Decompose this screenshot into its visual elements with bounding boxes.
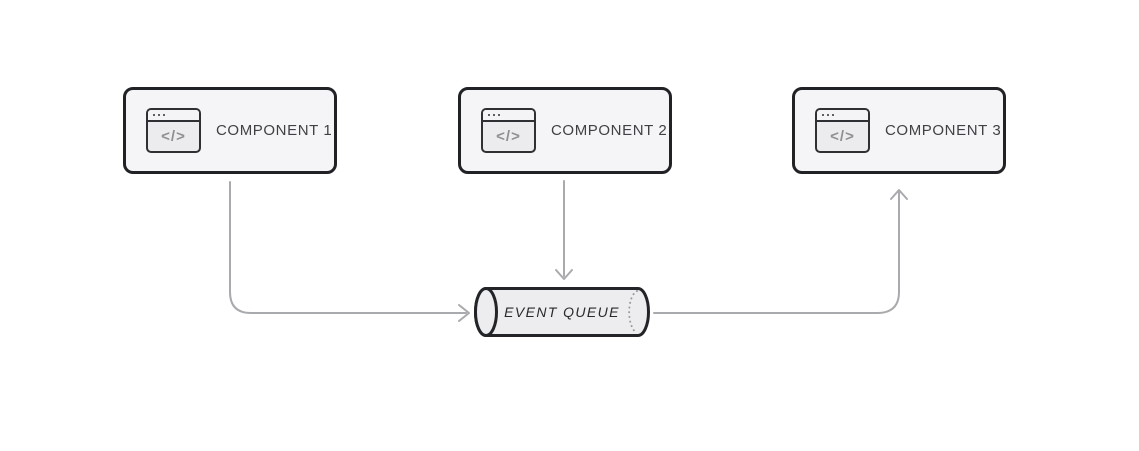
code-window-icon: </> [481,108,536,153]
window-dot-icon [821,113,825,117]
window-dot-icon [487,113,491,117]
arrow-queue-to-component3 [653,191,900,314]
window-dot-icon [162,113,166,117]
component-3-label: COMPONENT 3 [885,122,1002,139]
component-3-node: </> COMPONENT 3 [792,87,1006,174]
code-glyph: </> [830,128,855,145]
arrowhead-right-icon [458,304,470,322]
event-queue-cylinder [474,287,650,337]
window-dot-icon [826,113,830,117]
window-dot-icon [497,113,501,117]
code-glyph: </> [496,128,521,145]
component-1-label: COMPONENT 1 [216,122,333,139]
window-titlebar [148,110,199,122]
event-queue-label: EVENT QUEUE [504,304,620,320]
window-dot-icon [831,113,835,117]
code-window-icon: </> [815,108,870,153]
window-dot-icon [157,113,161,117]
arrow-component1-to-queue [229,181,467,314]
cylinder-front-rim [474,287,498,337]
code-glyph: </> [161,128,186,145]
window-titlebar [817,110,868,122]
arrowhead-up-icon [890,189,908,200]
window-titlebar [483,110,534,122]
arrowhead-down-icon [555,269,573,280]
component-1-node: </> COMPONENT 1 [123,87,337,174]
component-2-label: COMPONENT 2 [551,122,668,139]
window-dot-icon [152,113,156,117]
code-window-icon: </> [146,108,201,153]
window-dot-icon [492,113,496,117]
component-2-node: </> COMPONENT 2 [458,87,672,174]
cylinder-back-rim-dotted [628,290,638,334]
